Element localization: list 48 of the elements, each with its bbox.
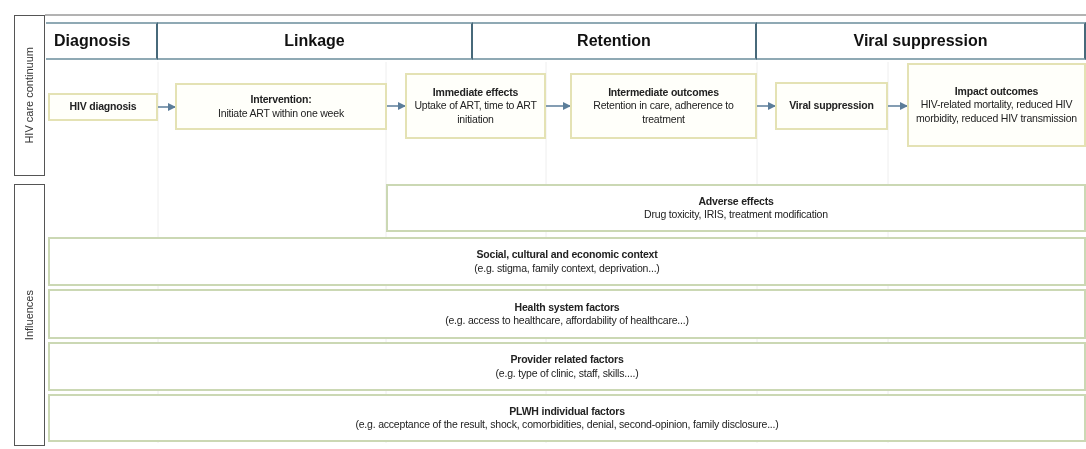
box-heading: Viral suppression [789, 99, 874, 113]
box-description: Uptake of ART, time to ART initiation [413, 99, 538, 126]
arrow [386, 102, 406, 110]
row-label: Influences [22, 289, 37, 341]
stage-header [158, 22, 473, 60]
box-heading: Intermediate outcomes [608, 86, 719, 100]
process-box [570, 73, 757, 139]
box-description: Retention in care, adherence to treatment [592, 99, 735, 126]
box-description: (e.g. stigma, family context, deprivation...) [474, 261, 660, 275]
box-description: (e.g. acceptance of the result, shock, comorbidities, denial, second-opinion, family disclosure...) [355, 418, 779, 432]
row-label-box [14, 184, 45, 446]
row-label-box [14, 15, 45, 176]
stage-header [46, 22, 158, 60]
row-label: HIV care continuum [22, 47, 37, 144]
box-description: (e.g. type of clinic, staff, skills....) [495, 366, 639, 380]
factor-band [48, 342, 1086, 391]
process-box [405, 73, 546, 139]
stage-title: Linkage [284, 31, 345, 51]
box-description: Drug toxicity, IRIS, treatment modification [644, 208, 828, 222]
box-heading: HIV diagnosis [69, 100, 137, 114]
box-heading: Impact outcomes [954, 85, 1039, 99]
box-description: Initiate ART within one week [218, 106, 344, 120]
box-description: (e.g. access to healthcare, affordability of healthcare...) [445, 314, 689, 328]
box-heading: Adverse effects [698, 194, 774, 208]
factor-band [386, 184, 1086, 232]
process-box [175, 83, 387, 130]
arrow [157, 103, 176, 111]
box-heading: Health system factors [514, 300, 620, 314]
factor-band [48, 394, 1086, 442]
process-box [48, 93, 158, 121]
box-description: HIV-related mortality, reduced HIV morbidity, reduced HIV transmission [915, 98, 1078, 125]
stage-title: Diagnosis [54, 31, 131, 51]
stage-title: Viral suppression [853, 31, 988, 51]
process-box [775, 82, 888, 130]
arrow [756, 102, 776, 110]
arrow [887, 102, 908, 110]
box-heading: PLWH individual factors [509, 404, 625, 418]
factor-band [48, 237, 1086, 286]
stage-header [473, 22, 757, 60]
stage-header [757, 22, 1086, 60]
process-box [907, 63, 1086, 147]
arrow [545, 102, 571, 110]
box-heading: Provider related factors [510, 353, 624, 367]
factor-band [48, 289, 1086, 339]
stage-title: Retention [577, 31, 651, 51]
box-heading: Immediate effects [432, 86, 519, 100]
box-heading: Intervention: [250, 93, 312, 107]
box-heading: Social, cultural and economic context [476, 248, 658, 262]
